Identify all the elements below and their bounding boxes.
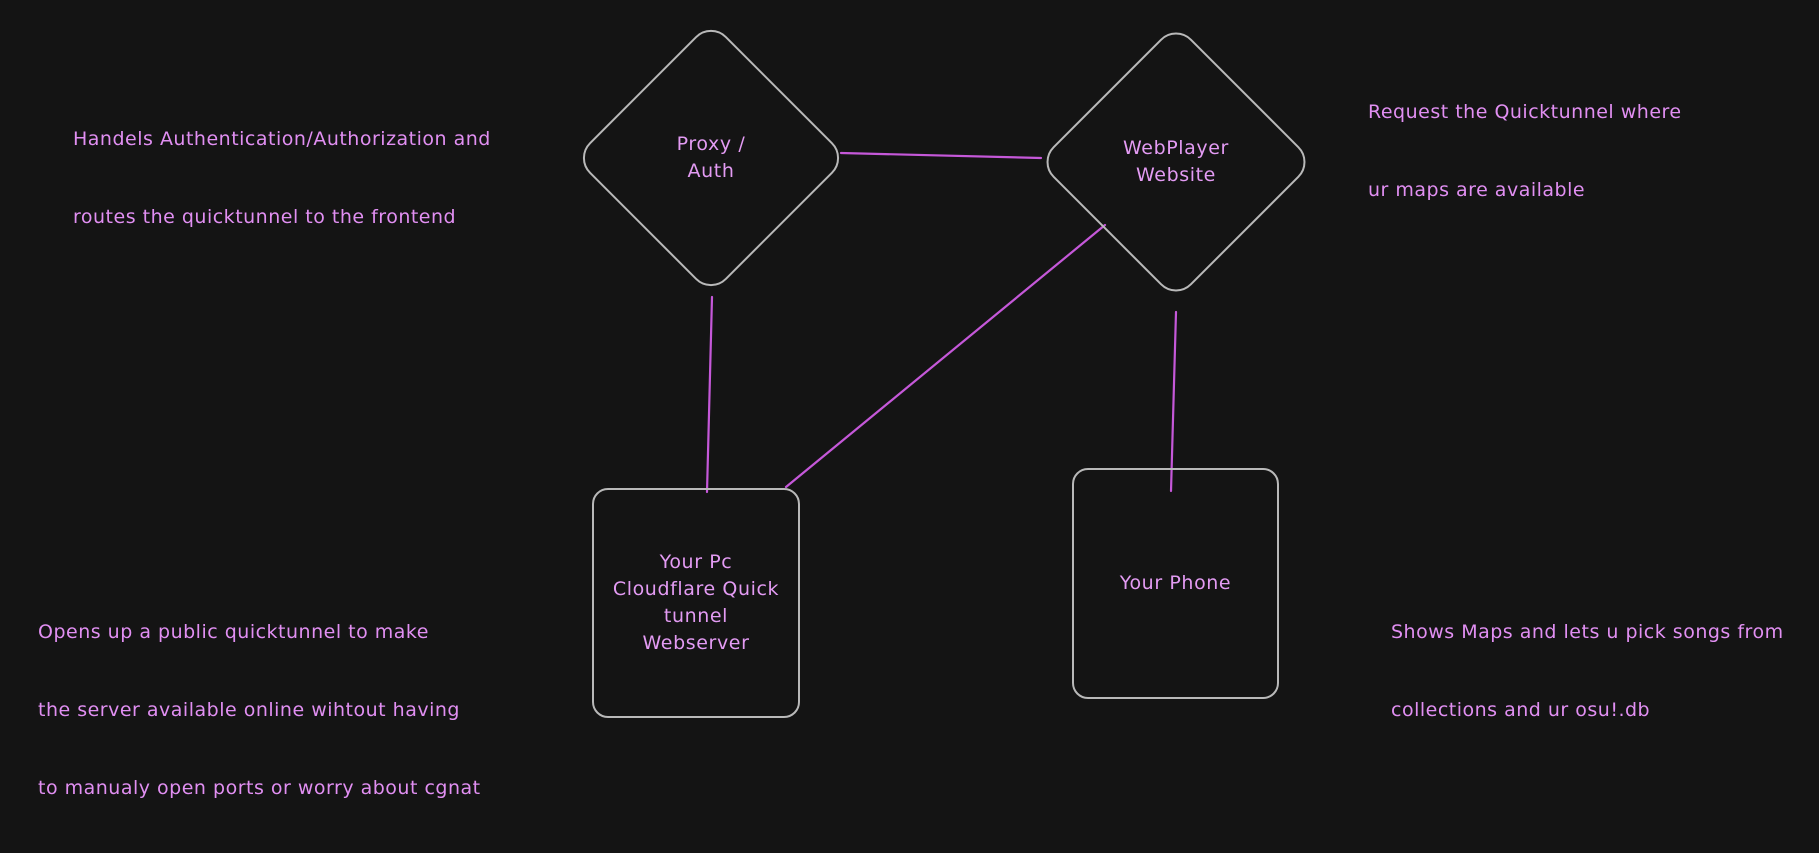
node-your-phone-line-1: Your Phone (1119, 572, 1232, 594)
edge-webplayer-to-your-phone (1169, 310, 1178, 493)
node-your-pc[interactable]: Your Pc Cloudflare Quick tunnel Webserve… (592, 488, 800, 718)
node-webplayer-website-label: WebPlayer Website (1041, 22, 1311, 302)
node-proxy-auth-line-1: Proxy / (676, 133, 746, 155)
annotation-top-left: Handels Authentication/Authorization and… (73, 74, 491, 282)
node-your-pc-line-1: Your Pc (659, 551, 733, 573)
diagram-canvas: Proxy / Auth WebPlayer Website Your Pc C… (38, 18, 1784, 799)
annotation-top-right-line-1: Request the Quicktunnel where (1368, 101, 1682, 123)
annotation-bottom-right: Shows Maps and lets u pick songs from co… (1391, 567, 1784, 775)
node-proxy-auth-label: Proxy / Auth (576, 18, 846, 298)
edge-proxy-to-webplayer (839, 151, 1043, 160)
annotation-bottom-left-line-3: to manualy open ports or worry about cgn… (38, 777, 481, 799)
node-proxy-auth[interactable]: Proxy / Auth (573, 18, 849, 298)
node-your-pc-line-3: tunnel (663, 605, 729, 627)
node-your-pc-line-2: Cloudflare Quick (612, 578, 780, 600)
annotation-bottom-left-line-1: Opens up a public quicktunnel to make (38, 621, 429, 643)
annotation-top-right: Request the Quicktunnel where ur maps ar… (1368, 47, 1682, 255)
node-webplayer-website-line-1: WebPlayer (1123, 137, 1229, 159)
annotation-top-left-line-2: routes the quicktunnel to the frontend (73, 206, 457, 228)
node-webplayer-website-line-2: Website (1136, 164, 1216, 186)
annotation-bottom-left-line-2: the server available online wihtout havi… (38, 699, 460, 721)
node-webplayer-website[interactable]: WebPlayer Website (1037, 22, 1315, 302)
edge-proxy-to-your-pc (705, 295, 714, 494)
annotation-bottom-left: Opens up a public quicktunnel to make th… (38, 567, 481, 853)
annotation-bottom-right-line-1: Shows Maps and lets u pick songs from (1391, 621, 1784, 643)
annotation-top-left-line-1: Handels Authentication/Authorization and (73, 128, 491, 150)
node-proxy-auth-line-2: Auth (687, 160, 735, 182)
node-your-pc-line-4: Webserver (642, 632, 750, 654)
annotation-top-right-line-2: ur maps are available (1368, 179, 1586, 201)
annotation-bottom-right-line-2: collections and ur osu!.db (1391, 699, 1651, 721)
node-your-phone[interactable]: Your Phone (1072, 468, 1279, 699)
